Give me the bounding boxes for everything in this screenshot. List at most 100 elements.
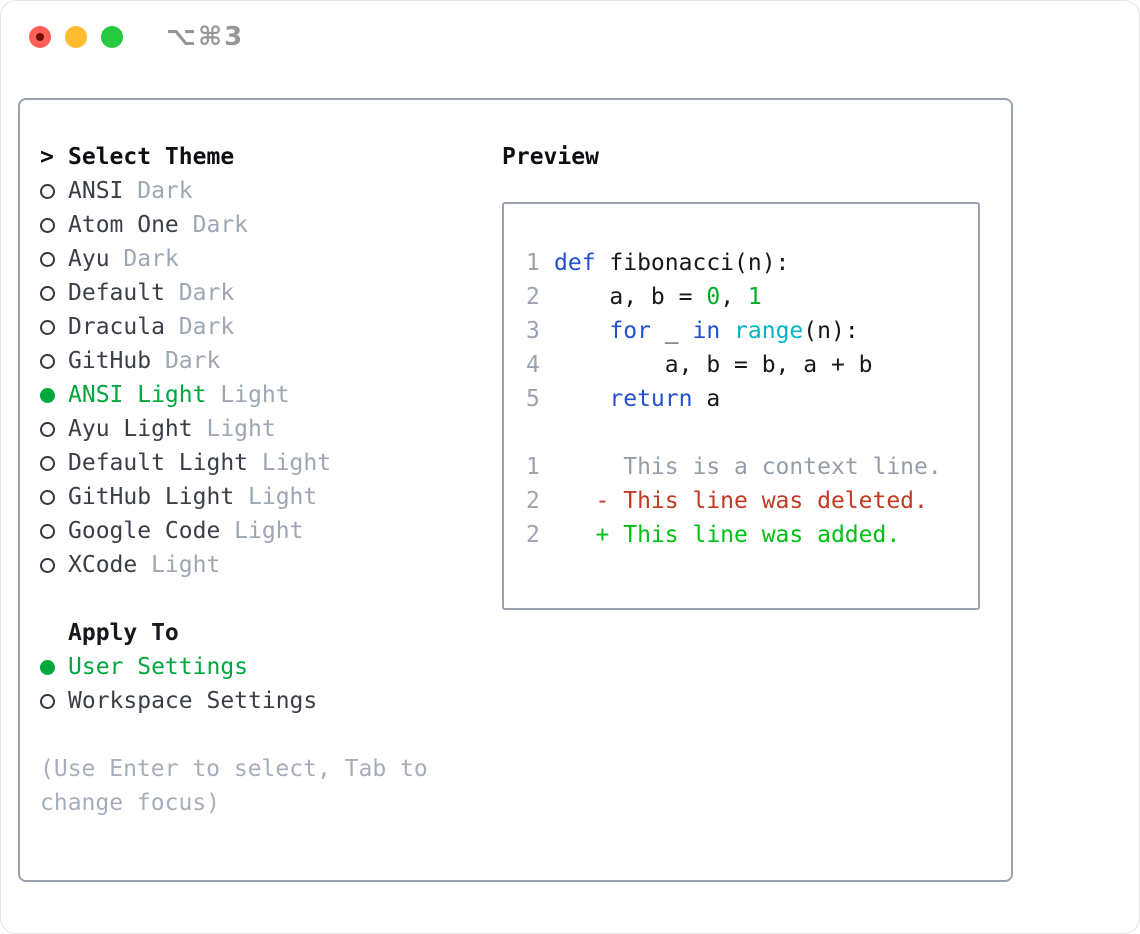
- theme-option-label: GitHub Light: [68, 484, 235, 510]
- code-token-plain: a, b = b, a + b: [554, 352, 873, 378]
- theme-variant-badge: Light: [220, 518, 304, 544]
- line-number: 1: [526, 250, 540, 276]
- theme-option[interactable]: GitHub Dark: [40, 344, 490, 378]
- apply-to-header: Apply To: [40, 616, 490, 650]
- radio-icon: [40, 251, 55, 267]
- radio-icon: [40, 319, 55, 335]
- theme-variant-badge: Light: [137, 552, 221, 578]
- theme-variant-badge: Dark: [178, 212, 249, 238]
- theme-option-label: GitHub: [68, 348, 152, 374]
- window-title: ⌥⌘3: [166, 22, 245, 52]
- apply-to-option-label: User Settings: [68, 654, 249, 680]
- preview-header: Preview: [502, 140, 982, 174]
- radio-selected-icon: [40, 387, 55, 403]
- code-token-add: + This line was added.: [554, 522, 901, 548]
- theme-option[interactable]: Atom One Dark: [40, 208, 490, 242]
- line-number: 1: [526, 454, 540, 480]
- theme-variant-badge: Dark: [164, 280, 235, 306]
- theme-variant-badge: Light: [234, 484, 318, 510]
- radio-icon: [40, 455, 55, 471]
- theme-option-label: Atom One: [68, 212, 179, 238]
- code-token-ctx: This is a context line.: [554, 454, 942, 480]
- theme-option[interactable]: ANSI Light Light: [40, 378, 490, 412]
- theme-option-label: ANSI: [68, 178, 124, 204]
- code-token-num: 1: [747, 284, 762, 310]
- code-token-kw: in: [692, 318, 721, 344]
- theme-variant-badge: Dark: [123, 178, 193, 204]
- theme-option[interactable]: Google Code Light: [40, 514, 490, 548]
- theme-option[interactable]: Default Light Light: [40, 446, 490, 480]
- theme-variant-badge: Light: [248, 450, 332, 476]
- line-number: 3: [526, 318, 540, 344]
- radio-icon: [40, 217, 55, 233]
- theme-option[interactable]: Ayu Light Light: [40, 412, 490, 446]
- theme-variant-badge: Light: [206, 382, 290, 408]
- line-number: 4: [526, 352, 540, 378]
- code-token-plain: [720, 318, 734, 344]
- apply-to-option-label: Workspace Settings: [68, 688, 318, 714]
- titlebar: ⌥⌘3: [0, 0, 1140, 80]
- apply-to-option[interactable]: User Settings: [40, 650, 490, 684]
- theme-list-title: Select Theme: [68, 144, 235, 170]
- code-line: 3 for _ in range(n):: [526, 314, 978, 348]
- radio-icon: [40, 557, 55, 573]
- theme-option[interactable]: ANSI Dark: [40, 174, 490, 208]
- theme-option[interactable]: Ayu Dark: [40, 242, 490, 276]
- line-number: 5: [526, 386, 540, 412]
- theme-option-label: Dracula: [68, 314, 165, 340]
- code-token-fn: range: [734, 318, 804, 344]
- code-line: 4 a, b = b, a + b: [526, 348, 978, 382]
- line-number: 2: [526, 488, 540, 514]
- code-token-plain: [554, 318, 609, 344]
- theme-option[interactable]: XCode Light: [40, 548, 490, 582]
- theme-option-label: Default: [68, 280, 165, 306]
- code-line: 2 a, b = 0, 1: [526, 280, 978, 314]
- code-token-plain: ,: [720, 284, 748, 310]
- help-text: (Use Enter to select, Tab to change focu…: [40, 756, 428, 816]
- code-token-num: 0: [706, 284, 721, 310]
- minimize-button[interactable]: [65, 26, 87, 48]
- radio-icon: [40, 523, 55, 539]
- code-token-plain: a: [692, 386, 721, 412]
- apply-to-option[interactable]: Workspace Settings: [40, 684, 490, 718]
- apply-to-title: Apply To: [68, 620, 179, 646]
- code-line: [526, 416, 978, 450]
- spacer: [40, 582, 490, 616]
- code-token-plain: a, b =: [554, 284, 707, 310]
- theme-option-label: ANSI Light: [68, 382, 207, 408]
- focus-caret-icon: >: [40, 144, 54, 170]
- theme-variant-badge: Dark: [151, 348, 221, 374]
- theme-option[interactable]: Default Dark: [40, 276, 490, 310]
- theme-option[interactable]: Dracula Dark: [40, 310, 490, 344]
- preview-title: Preview: [502, 144, 599, 170]
- spacer: [40, 718, 490, 752]
- radio-icon: [40, 353, 55, 369]
- code-token-kw: return: [609, 386, 693, 412]
- code-line: 2 - This line was deleted.: [526, 484, 978, 518]
- code-token-plain: [554, 386, 609, 412]
- radio-icon: [40, 183, 55, 199]
- code-line: 5 return a: [526, 382, 978, 416]
- theme-option[interactable]: GitHub Light Light: [40, 480, 490, 514]
- radio-icon: [40, 489, 55, 505]
- zoom-button[interactable]: [101, 26, 123, 48]
- close-button[interactable]: [29, 26, 51, 48]
- theme-option-label: XCode: [68, 552, 138, 578]
- radio-selected-icon: [40, 659, 55, 675]
- theme-list-header: > Select Theme: [40, 140, 490, 174]
- code-token-kw: for: [609, 318, 651, 344]
- code-line: 1 This is a context line.: [526, 450, 978, 484]
- code-line: 2 + This line was added.: [526, 518, 978, 552]
- code-token-del: - This line was deleted.: [554, 488, 928, 514]
- radio-icon: [40, 421, 55, 437]
- code-token-plain: _: [650, 318, 693, 344]
- code-token-plain: fibonacci(n):: [595, 250, 790, 276]
- theme-variant-badge: Light: [192, 416, 276, 442]
